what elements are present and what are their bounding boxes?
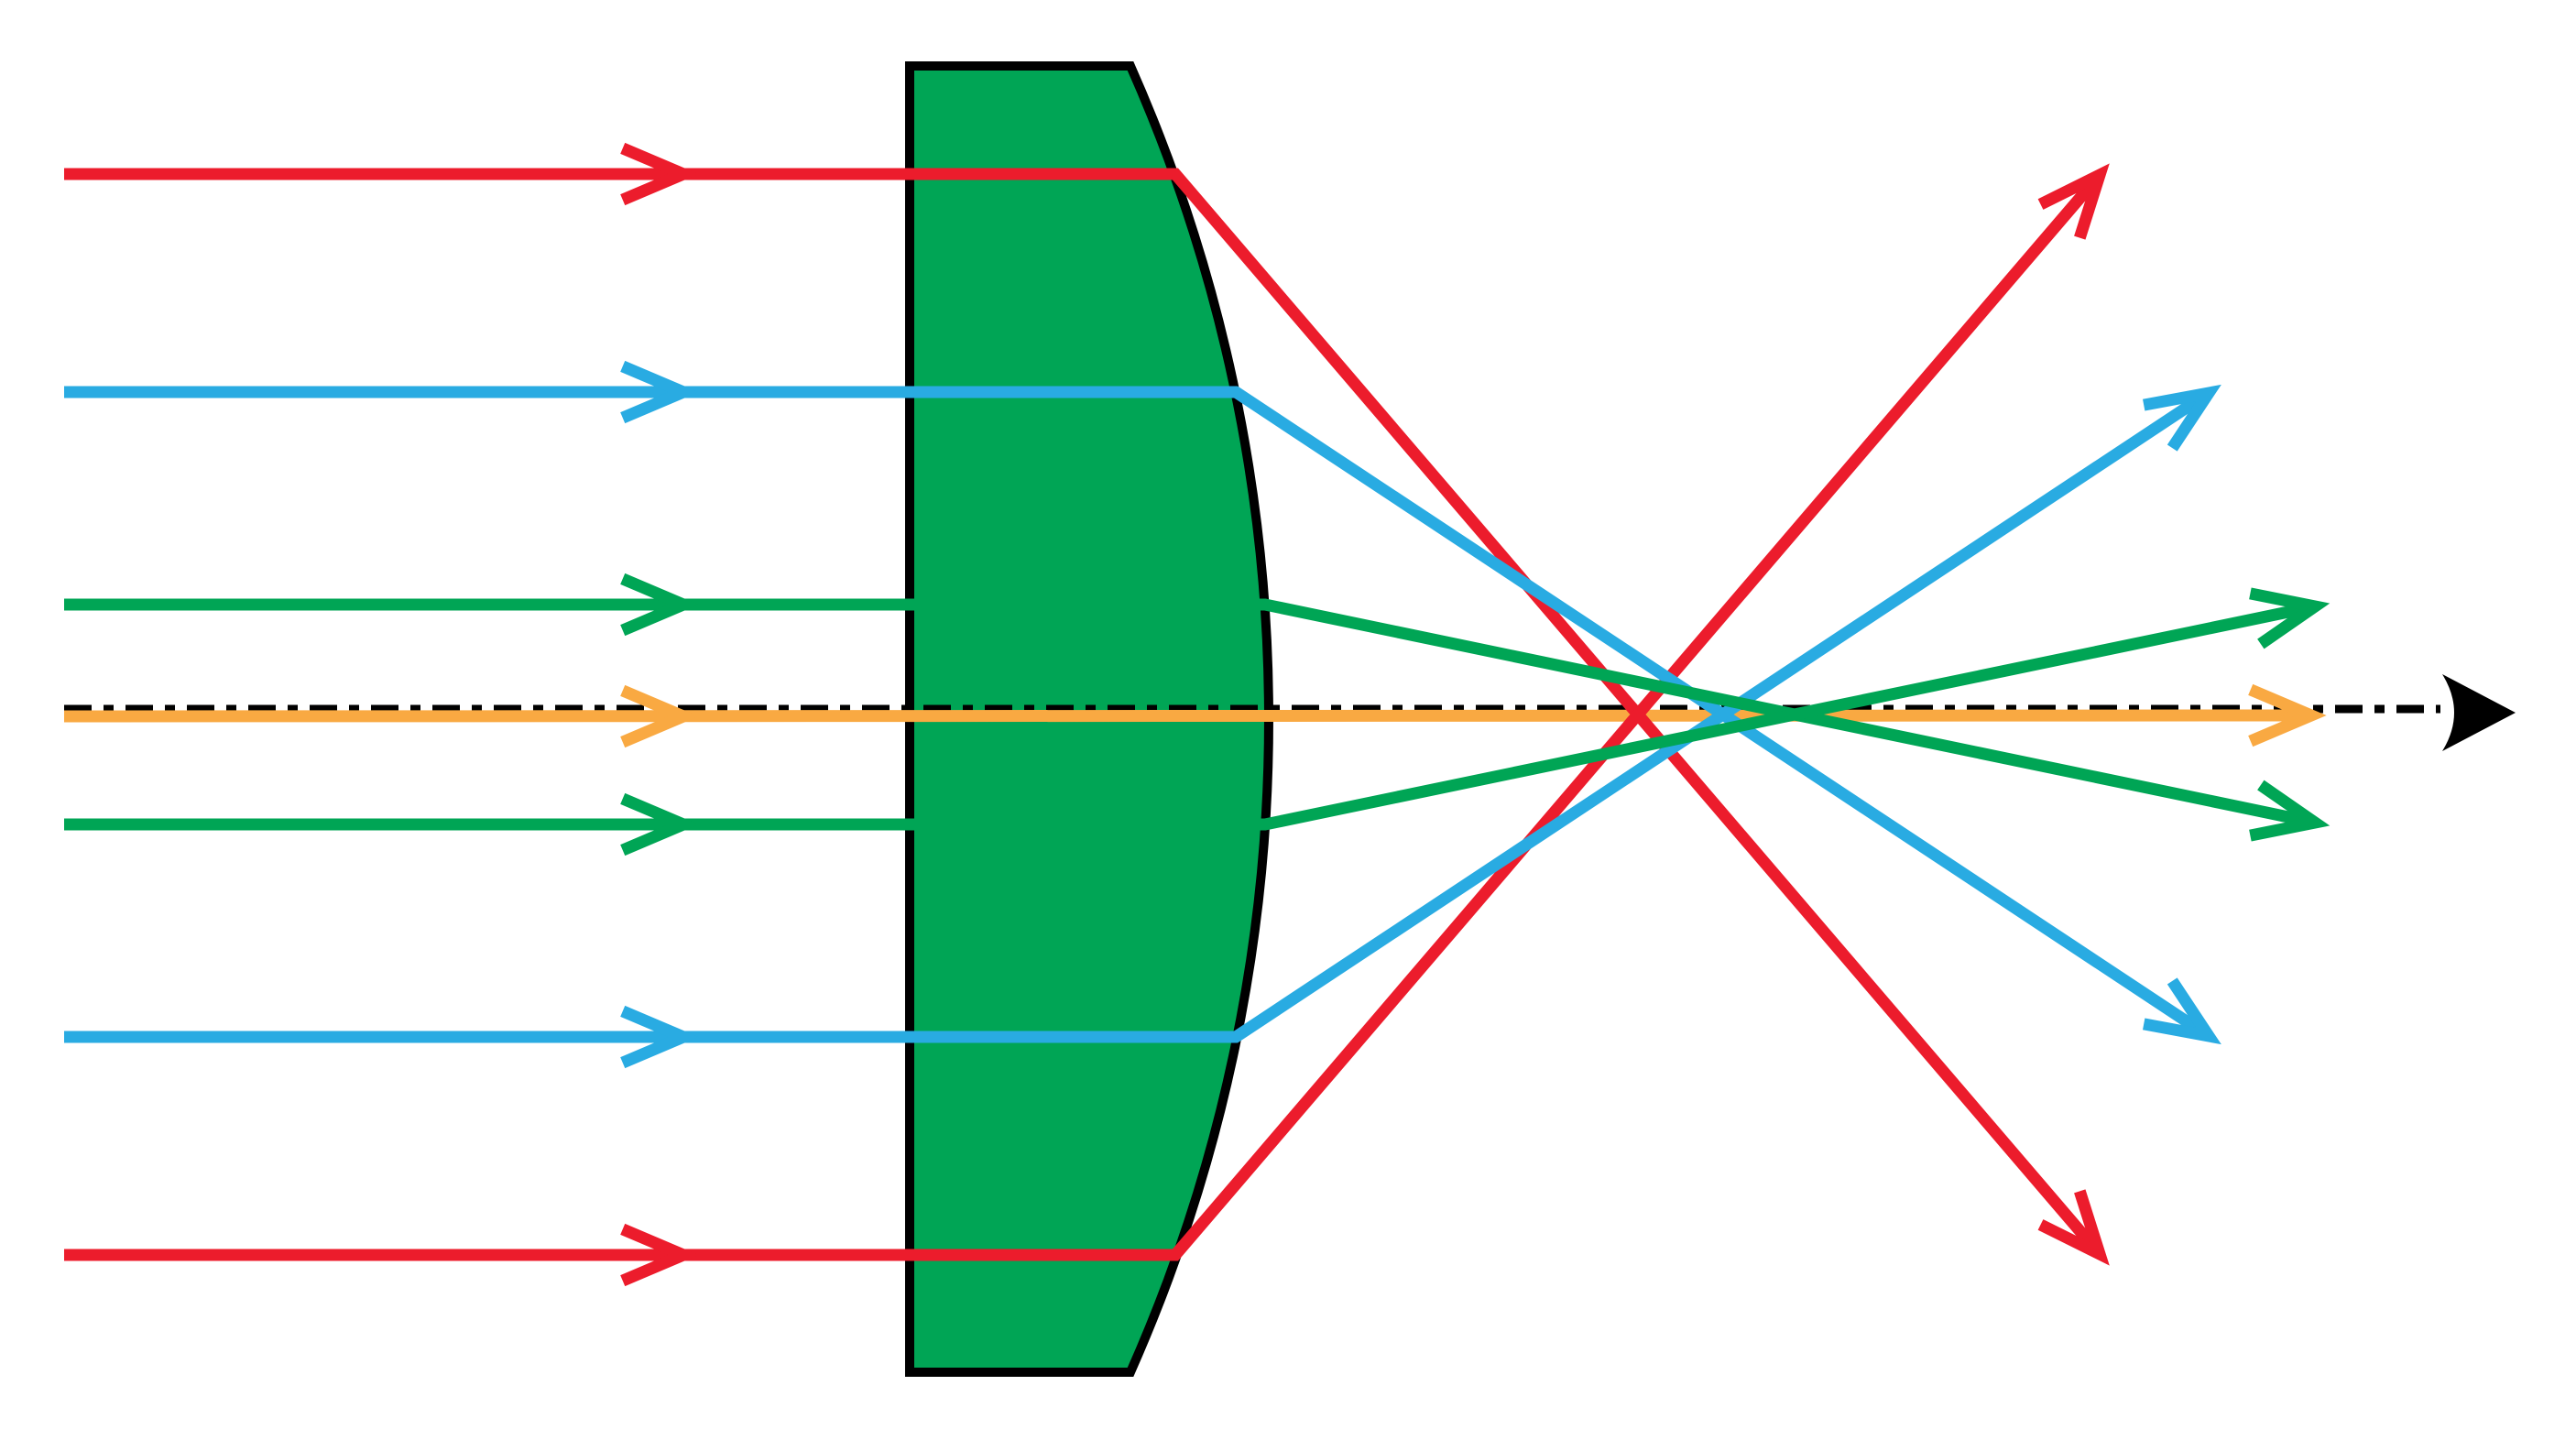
ray-blue-bottom-tip-arrow xyxy=(2143,384,2221,452)
ray-blue-top xyxy=(64,386,2212,1042)
ray-green-top-tip-arrow xyxy=(2249,780,2330,842)
ray-red-top xyxy=(64,168,2104,1259)
ray-green-bottom-direction-arrow xyxy=(620,792,699,856)
ray-axial-orange-direction-arrow xyxy=(620,684,699,748)
ray-red-bottom-tip-arrow xyxy=(2037,163,2110,240)
ray-green-top xyxy=(64,598,2317,829)
ray-blue-bottom-direction-arrow xyxy=(620,1005,699,1069)
ray-green-bottom xyxy=(64,600,2317,831)
ray-blue-top-tip-arrow xyxy=(2143,977,2221,1045)
optical-axis-arrowhead xyxy=(2442,674,2516,751)
ray-axial-orange xyxy=(63,709,2312,723)
ray-red-bottom xyxy=(64,170,2104,1261)
ray-red-bottom-direction-arrow xyxy=(620,1223,699,1287)
ray-red-top-direction-arrow xyxy=(620,142,699,206)
ray-blue-top-direction-arrow xyxy=(620,360,699,424)
ray-red-top-tip-arrow xyxy=(2037,1189,2110,1266)
ray-green-top-direction-arrow xyxy=(620,573,699,637)
ray-green-bottom-tip-arrow xyxy=(2249,587,2330,649)
ray-axial-orange-tip-arrow xyxy=(2248,683,2327,747)
ray-blue-bottom xyxy=(64,387,2212,1043)
